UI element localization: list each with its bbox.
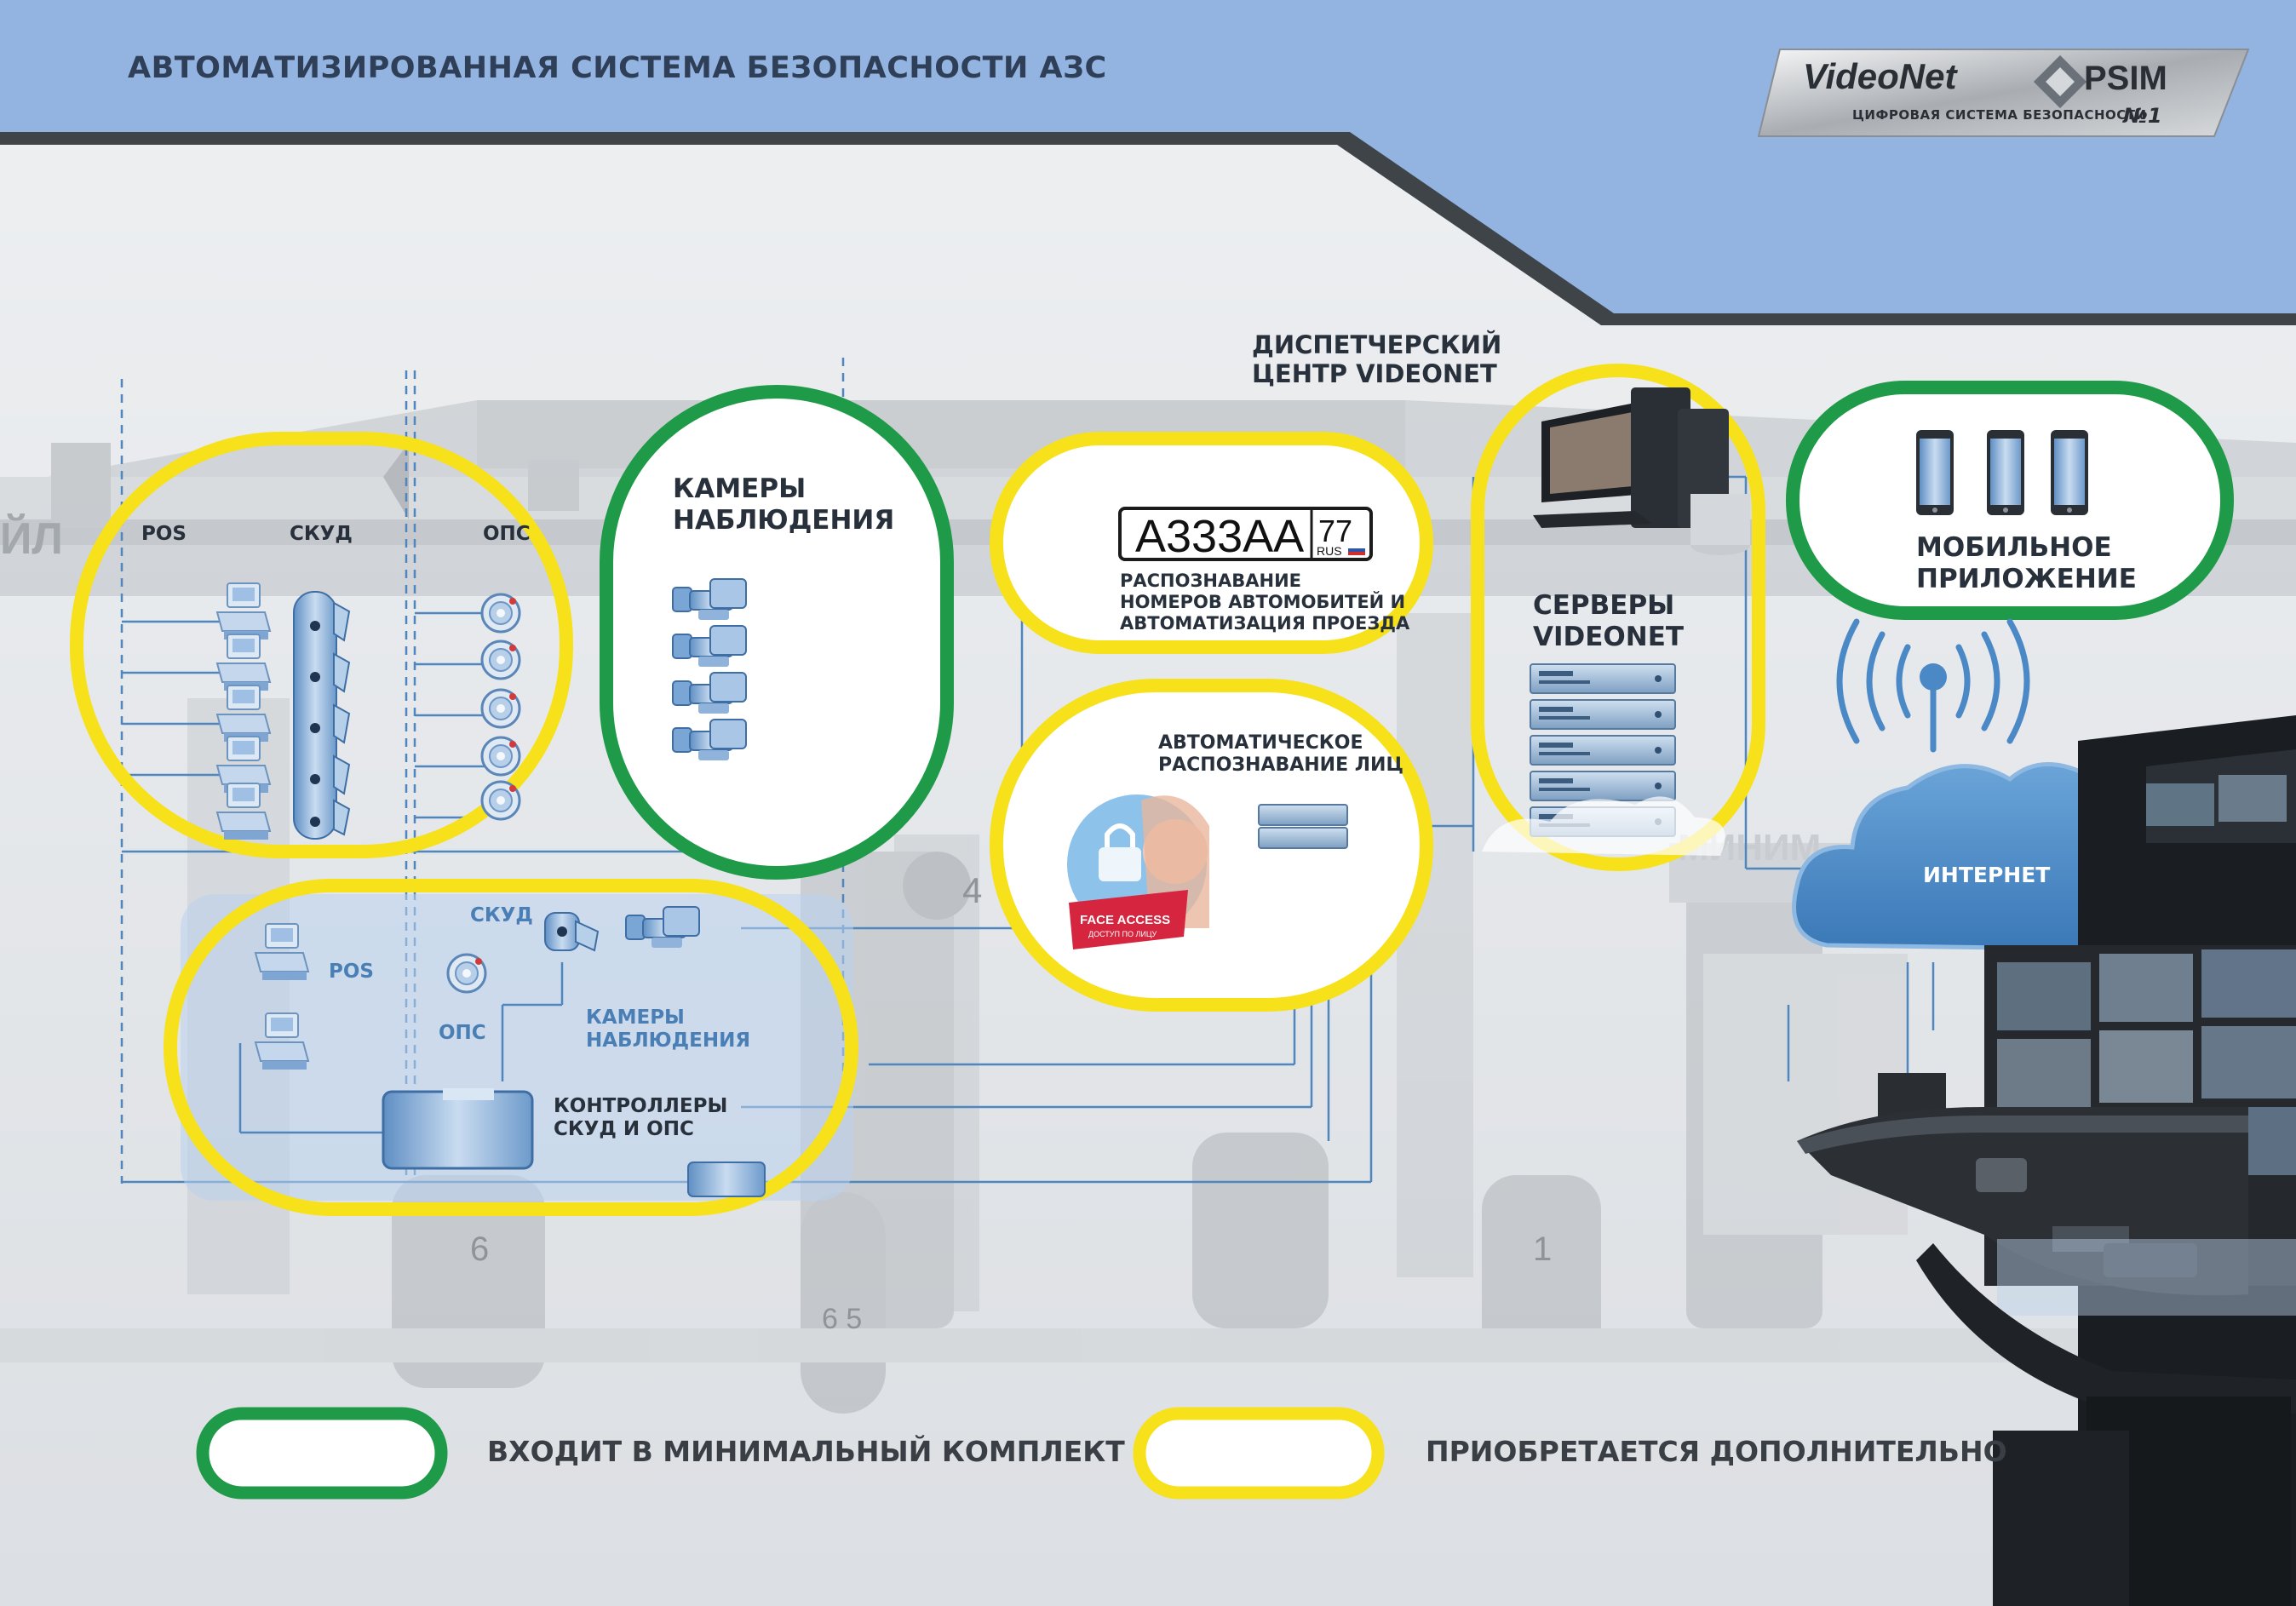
site-fire-label: ОПС [439,1022,486,1044]
wifi-signal-icon [1836,618,2030,753]
legend-optional-swatch [1133,1407,1385,1500]
site-acs-label: СКУД [470,904,533,926]
fire-detectors [480,593,521,821]
terminals-group-outline [70,432,573,858]
site-controllers-label: КОНТРОЛЛЕРЫ СКУД И ОПС [554,1095,728,1141]
server-rack [1482,663,1725,856]
face-recognition-label: АВТОМАТИЧЕСКОЕ РАСПОЗНАВАНИЕ ЛИЦ [1158,732,1403,776]
backdrop-pump-6: 6 [470,1230,489,1268]
logo-tagline: ЦИФРОВАЯ СИСТЕМА БЕЗОПАСНОСТИ [1852,107,2147,123]
license-plate [1118,507,1373,561]
face-access-badge [1067,794,1209,949]
site-pos-label: POS [329,961,374,983]
header-band [0,0,2296,322]
face-access-label: FACE ACCESS [1080,913,1170,927]
acs-turnstiles [293,591,351,840]
pos-column-label: POS [141,523,187,545]
legend-optional-label: ПРИОБРЕТАЕТСЯ ДОПОЛНИТЕЛЬНО [1426,1435,2007,1468]
logo-plate [1757,49,2250,137]
servers-group-outline [1471,364,1765,871]
wifi-antenna [1920,663,1947,691]
control-room-console [1797,715,2296,1606]
backdrop-pump-4: 4 [962,870,982,910]
logo-badge: №1 [2123,104,2162,128]
site-panel-bg [181,894,853,1201]
dispatch-workstation [1533,387,1750,555]
plate-recognition-label: РАСПОЗНАВАНИЕ НОМЕРОВ АВТОМОБИТЕЙ И АВТО… [1120,571,1410,634]
cameras-group-outline [600,385,954,880]
plate-number: А333АА [1135,511,1304,562]
face-access-sublabel: ДОСТУП ПО ЛИЦУ [1088,930,1157,938]
plate-region: 77 [1318,513,1352,548]
face-server [1258,804,1348,849]
legend-minimal-swatch [196,1407,448,1500]
legend-minimal-label: ВХОДИТ В МИНИМАЛЬНЫЙ КОМПЛЕКТ [487,1435,1125,1468]
page-title: АВТОМАТИЗИРОВАННАЯ СИСТЕМА БЕЗОПАСНОСТИ … [128,51,1107,85]
logo-product: PSIM [2084,60,2167,97]
servers-label: СЕРВЕРЫ VIDEONET [1533,590,1685,652]
fire-column-label: ОПС [483,523,531,545]
dispatch-center-label: ДИСПЕТЧЕРСКИЙ ЦЕНТР VIDEONET [1252,330,1502,389]
site-cameras-label: КАМЕРЫ НАБЛЮДЕНИЯ [586,1007,751,1053]
cameras-label: КАМЕРЫ НАБЛЮДЕНИЯ [673,473,895,536]
videonet-psim-logo: VideoNet PSIM ЦИФРОВАЯ СИСТЕМА БЕЗОПАСНО… [1759,49,2253,138]
site-group-outline [164,879,858,1216]
plate-country: RUS [1317,544,1342,558]
backdrop-pump-1: 1 [1533,1230,1552,1268]
backdrop-pump-65: 6 5 [822,1303,862,1335]
internet-label: ИНТЕРНЕТ [1923,863,2051,887]
mobile-app-label: МОБИЛЬНОЕ ПРИЛОЖЕНИЕ [1916,532,2137,594]
backdrop-sign-left: ЙЛ [0,513,63,564]
acs-column-label: СКУД [290,523,353,545]
mobile-phones [1916,430,2088,515]
logo-brand: VideoNet [1803,56,1957,96]
